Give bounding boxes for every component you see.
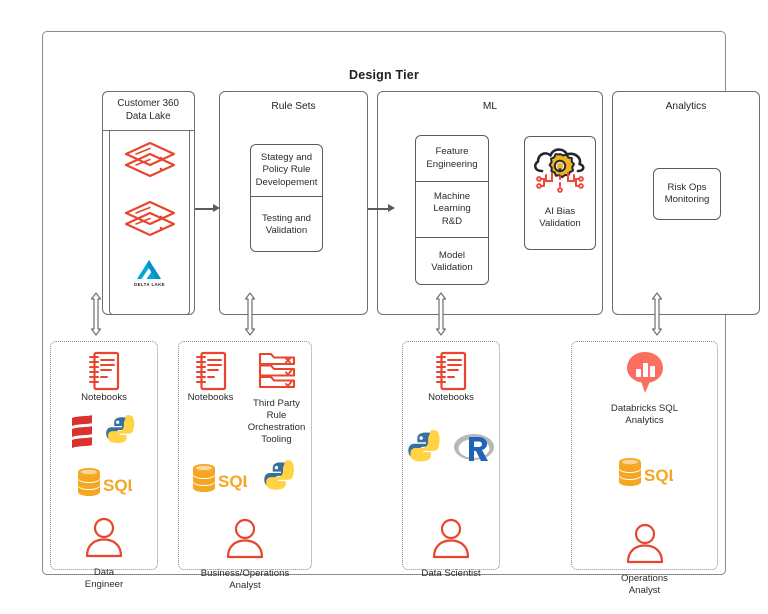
arrow-customer360-to-rulesets xyxy=(195,204,221,214)
arrow-head xyxy=(213,204,220,213)
dbsql-line1: Databricks SQL xyxy=(610,403,679,414)
svg-text:SQL: SQL xyxy=(103,476,132,495)
customer-360-content: DELTA LAKE xyxy=(109,131,190,315)
delta-lake-logo: DELTA LAKE xyxy=(134,259,165,287)
ml-item2-line3: R&D xyxy=(441,215,463,227)
arrow-head xyxy=(388,204,395,213)
ml-item3-line1: Model xyxy=(438,249,466,261)
role-line2: Analyst xyxy=(229,580,261,591)
python-icon xyxy=(105,415,139,454)
role-line1: Operations xyxy=(621,573,668,584)
arrow-rulesets-to-ml xyxy=(368,204,396,214)
sql-database-icon: SQL xyxy=(191,463,253,498)
panel-rule-sets[interactable]: Rule Sets xyxy=(219,91,368,315)
third-party-line3: Orchestration xyxy=(247,422,306,433)
databricks-sql-analytics-label: Databricks SQL Analytics xyxy=(611,403,678,427)
dbsql-line2: Analytics xyxy=(625,415,664,426)
cloud-gear-bulb-circuit-icon xyxy=(530,145,590,202)
ml-item-stack: Feature Engineering Machine Learning R&D… xyxy=(415,135,489,285)
ml-item2-line1: Machine xyxy=(433,191,471,203)
databricks-delta-stack-icon xyxy=(123,200,177,251)
ml-item1-line2: Engineering xyxy=(426,158,478,170)
person-avatar-icon xyxy=(223,517,267,566)
role-line2: Engineer xyxy=(84,579,124,590)
python-icon xyxy=(263,460,299,501)
panel-title-analytics: Analytics xyxy=(665,101,707,112)
databricks-sql-analytics-icon xyxy=(624,350,666,401)
notebook-icon xyxy=(194,350,228,392)
ai-bias-line2: Validation xyxy=(539,218,581,230)
svg-text:SQL: SQL xyxy=(644,466,673,485)
databricks-delta-stack-icon xyxy=(123,141,177,192)
third-party-line4: Tooling xyxy=(261,434,292,445)
r-icon xyxy=(453,432,495,471)
connector-data-scientist xyxy=(434,292,448,336)
rule-sets-item-strategy-policy[interactable]: Stategy and Policy Rule Developement xyxy=(251,145,322,197)
connector-data-engineer xyxy=(89,292,103,336)
analytics-item-risk-ops-monitoring[interactable]: Risk Ops Monitoring xyxy=(653,168,721,220)
panel-title-ml: ML xyxy=(482,101,498,112)
persona-data-engineer[interactable]: Notebooks xyxy=(50,341,158,590)
ai-bias-validation-box[interactable]: AI Bias Validation xyxy=(524,136,596,250)
persona-business-operations-analyst[interactable]: Notebooks xyxy=(178,341,312,591)
ml-item3-line2: Validation xyxy=(431,262,473,273)
connector-operations-analyst xyxy=(650,292,664,336)
person-avatar-icon xyxy=(82,516,126,565)
c360-title-line1: Customer 360 xyxy=(117,98,179,110)
c360-title-line2: Data Lake xyxy=(125,110,171,122)
risk-line1: Risk Ops xyxy=(667,181,707,193)
sql-database-icon: SQL xyxy=(76,467,138,502)
scala-icon xyxy=(69,414,95,455)
rule-tasks-icon xyxy=(257,351,297,396)
arrow-line xyxy=(195,208,214,210)
person-avatar-icon xyxy=(623,522,667,571)
rule-item1-line3: Developement xyxy=(255,176,318,188)
panel-customer-360-data-lake[interactable]: Customer 360 Data Lake xyxy=(101,90,195,315)
role-line1: Business/Operations xyxy=(200,568,290,579)
panel-title-rule-sets: Rule Sets xyxy=(271,101,316,112)
third-party-tooling-label: Third Party Rule Orchestration Tooling xyxy=(248,398,306,446)
notebooks-label: Notebooks xyxy=(81,392,127,403)
panel-title-customer-360: Customer 360 Data Lake xyxy=(101,90,195,131)
persona-data-scientist[interactable]: Notebooks xyxy=(402,341,500,579)
notebooks-label: Notebooks xyxy=(428,392,474,403)
role-line1: Data Scientist xyxy=(421,568,481,579)
rule-item2-line1: Testing and xyxy=(261,212,312,224)
third-party-line2: Rule xyxy=(266,410,287,421)
notebooks-label: Notebooks xyxy=(187,392,234,403)
arrow-line xyxy=(368,208,389,210)
sql-database-icon: SQL xyxy=(617,457,678,492)
rule-sets-item-testing-validation[interactable]: Testing and Validation xyxy=(251,197,322,251)
ml-item-model-validation[interactable]: Model Validation xyxy=(416,238,488,284)
persona-operations-analyst[interactable]: Databricks SQL Analytics SQL xyxy=(571,341,718,596)
risk-line2: Monitoring xyxy=(664,194,710,205)
role-line1: Data xyxy=(93,567,115,578)
third-party-line1: Third Party xyxy=(253,398,300,409)
rule-item2-line2: Validation xyxy=(265,225,308,236)
persona-role-label: Data Engineer xyxy=(85,567,123,591)
notebook-icon xyxy=(87,350,121,392)
person-avatar-icon xyxy=(429,517,473,566)
connector-business-analyst xyxy=(243,292,257,336)
delta-lake-wordmark: DELTA LAKE xyxy=(134,282,165,287)
persona-role-label: Data Scientist xyxy=(421,568,480,580)
role-line2: Analyst xyxy=(628,585,661,596)
ml-item-feature-engineering[interactable]: Feature Engineering xyxy=(416,136,488,182)
persona-role-label: Business/Operations Analyst xyxy=(179,568,311,592)
ai-bias-line1: AI Bias xyxy=(544,206,576,217)
persona-role-label: Operations Analyst xyxy=(621,573,668,597)
rule-item1-line2: Policy Rule xyxy=(262,164,311,176)
ml-item-machine-learning-rnd[interactable]: Machine Learning R&D xyxy=(416,182,488,238)
python-icon xyxy=(407,430,445,473)
ml-item2-line2: Learning xyxy=(433,203,471,215)
rule-item1-line1: Stategy and xyxy=(260,152,313,164)
ai-bias-validation-label: AI Bias Validation xyxy=(539,206,580,230)
ml-item1-line1: Feature xyxy=(435,146,469,158)
notebook-icon xyxy=(434,350,468,392)
svg-text:SQL: SQL xyxy=(218,472,247,491)
rule-sets-item-stack: Stategy and Policy Rule Developement Tes… xyxy=(250,144,323,252)
page-title: Design Tier xyxy=(348,68,420,82)
